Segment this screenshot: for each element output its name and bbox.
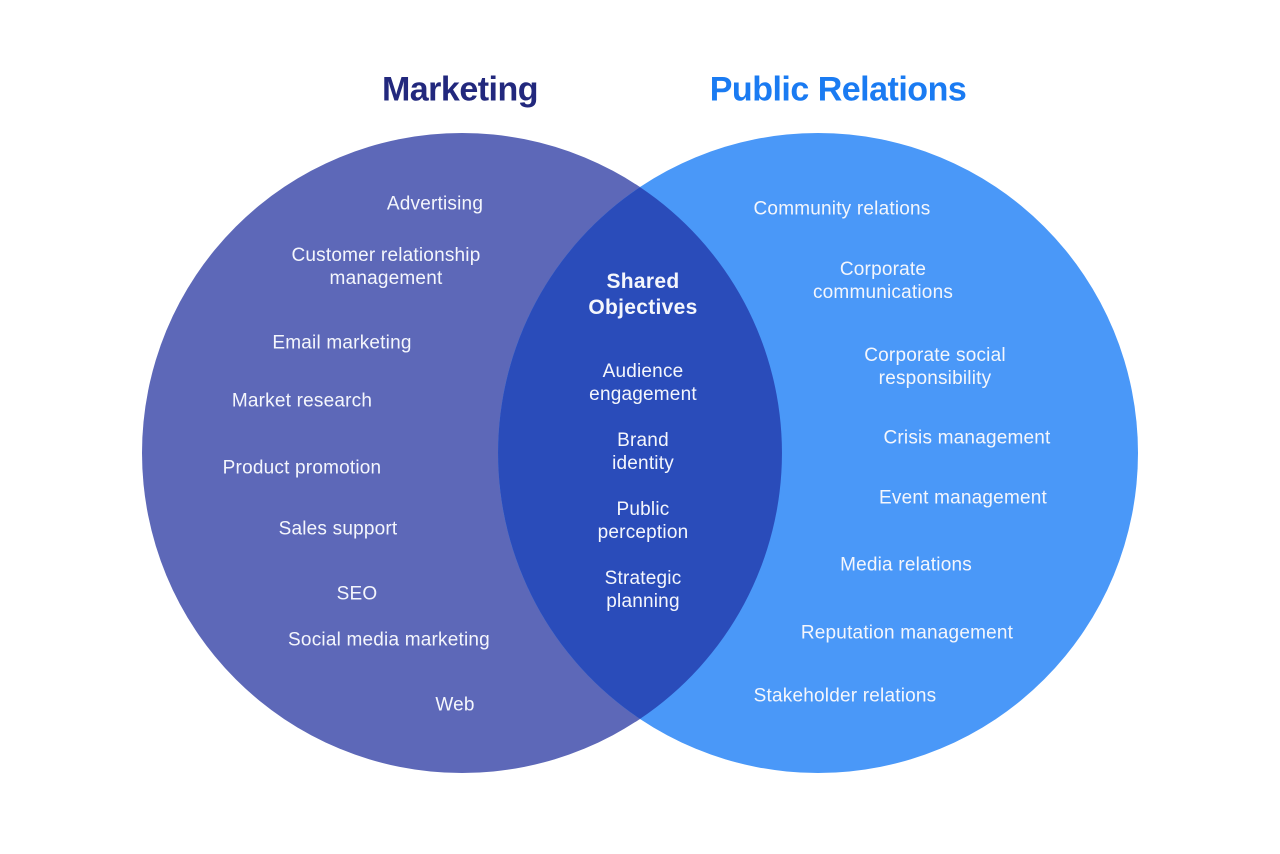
shared-item-public-perception: Public perception: [597, 499, 689, 543]
marketing-item-crm: Customer relationship management: [291, 245, 481, 289]
pr-item-stakeholder-relations: Stakeholder relations: [753, 685, 937, 707]
marketing-item-seo: SEO: [336, 583, 378, 605]
marketing-item-market-research: Market research: [231, 390, 373, 412]
marketing-item-product-promotion: Product promotion: [222, 457, 382, 479]
marketing-item-social-media-marketing: Social media marketing: [288, 629, 490, 651]
marketing-item-email-marketing: Email marketing: [272, 332, 412, 354]
pr-item-corporate-communications: Corporate communications: [812, 259, 954, 303]
shared-item-strategic-planning: Strategic planning: [604, 568, 682, 612]
right-circle-title: Public Relations: [709, 70, 967, 109]
pr-item-reputation-management: Reputation management: [800, 622, 1014, 644]
left-circle-title: Marketing: [381, 70, 539, 109]
shared-objectives-title: Shared Objectives: [588, 269, 698, 319]
pr-item-community-relations: Community relations: [753, 198, 931, 220]
marketing-item-advertising: Advertising: [386, 193, 484, 215]
pr-item-crisis-management: Crisis management: [883, 427, 1051, 449]
pr-item-media-relations: Media relations: [840, 554, 972, 576]
marketing-item-web: Web: [435, 694, 475, 716]
marketing-item-sales-support: Sales support: [278, 518, 398, 540]
pr-item-event-management: Event management: [879, 487, 1047, 509]
shared-item-audience-engagement: Audience engagement: [589, 361, 697, 405]
intersection-lens: [498, 187, 782, 719]
shared-item-brand-identity: Brand identity: [612, 430, 674, 474]
pr-item-corporate-social-responsibility: Corporate social responsibility: [864, 345, 1006, 389]
